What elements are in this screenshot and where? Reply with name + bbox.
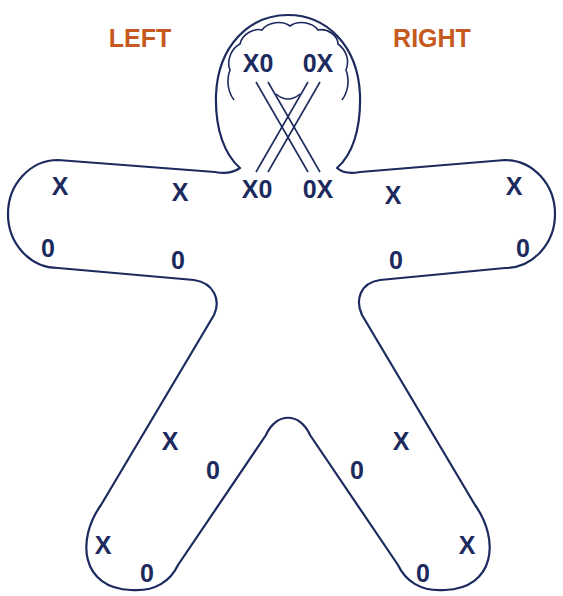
marker-label: X: [162, 429, 179, 454]
body-outline: [8, 15, 555, 590]
marker-label: 0: [350, 458, 364, 483]
marker-label: X: [459, 533, 476, 558]
marker-label: 0X: [303, 177, 334, 202]
marker-label: X: [172, 180, 189, 205]
marker-label: X: [52, 174, 69, 199]
marker-label: 0X: [303, 51, 334, 76]
marker-label: 0: [206, 458, 220, 483]
side-label: LEFT: [109, 26, 172, 51]
marker-label: 0: [516, 236, 530, 261]
marker-label: X0: [242, 177, 273, 202]
marker-label: 0: [140, 561, 154, 586]
brain-stem-mark: [276, 94, 300, 99]
marker-label: X: [95, 533, 112, 558]
brain-outline: [228, 23, 348, 100]
crossing-pathways: [256, 82, 320, 172]
marker-label: X: [506, 174, 523, 199]
marker-label: 0: [389, 248, 403, 273]
marker-label: X: [393, 429, 410, 454]
marker-label: X0: [243, 51, 274, 76]
marker-label: 0: [171, 248, 185, 273]
marker-label: 0: [416, 561, 430, 586]
marker-label: 0: [41, 236, 55, 261]
marker-label: X: [385, 183, 402, 208]
side-label: RIGHT: [393, 26, 471, 51]
